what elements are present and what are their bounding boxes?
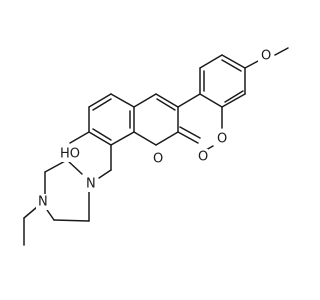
bond (133, 131, 157, 146)
atom-label-layer: HO O O N N O O (36, 48, 272, 210)
bond (155, 131, 179, 146)
para-methoxy-oxygen-label: O (261, 49, 271, 64)
bond (110, 131, 135, 146)
bond (66, 159, 83, 175)
bond (224, 90, 244, 103)
piperazine-n-upper-label: N (86, 177, 96, 192)
bond (53, 219, 90, 222)
bond (133, 93, 157, 108)
bond (156, 98, 176, 111)
bond (88, 93, 112, 108)
piperazine-n-lower-label: N (38, 195, 48, 210)
bond (221, 54, 246, 69)
hydroxyl-label: HO (60, 147, 80, 162)
bond-layer (23, 47, 289, 246)
bond (23, 206, 38, 219)
ring-oxygen-label: O (153, 152, 163, 167)
bond (155, 93, 179, 108)
bond (177, 93, 201, 108)
molecule-structure-diagram: HO O O N N O O (23, 47, 289, 246)
bond (274, 47, 289, 56)
bond (88, 131, 112, 146)
bond (69, 131, 90, 144)
carbonyl-oxygen-label: O (198, 150, 208, 165)
bond (179, 126, 201, 139)
bond (177, 131, 199, 144)
bond (221, 93, 246, 108)
bond (110, 93, 135, 108)
bond (92, 98, 112, 111)
ortho-methoxy-oxygen-label: O (217, 132, 227, 147)
bond (221, 59, 242, 72)
bond (199, 93, 223, 108)
bond (244, 59, 261, 69)
bond (199, 54, 223, 69)
bond (98, 169, 112, 179)
bond (92, 128, 112, 141)
